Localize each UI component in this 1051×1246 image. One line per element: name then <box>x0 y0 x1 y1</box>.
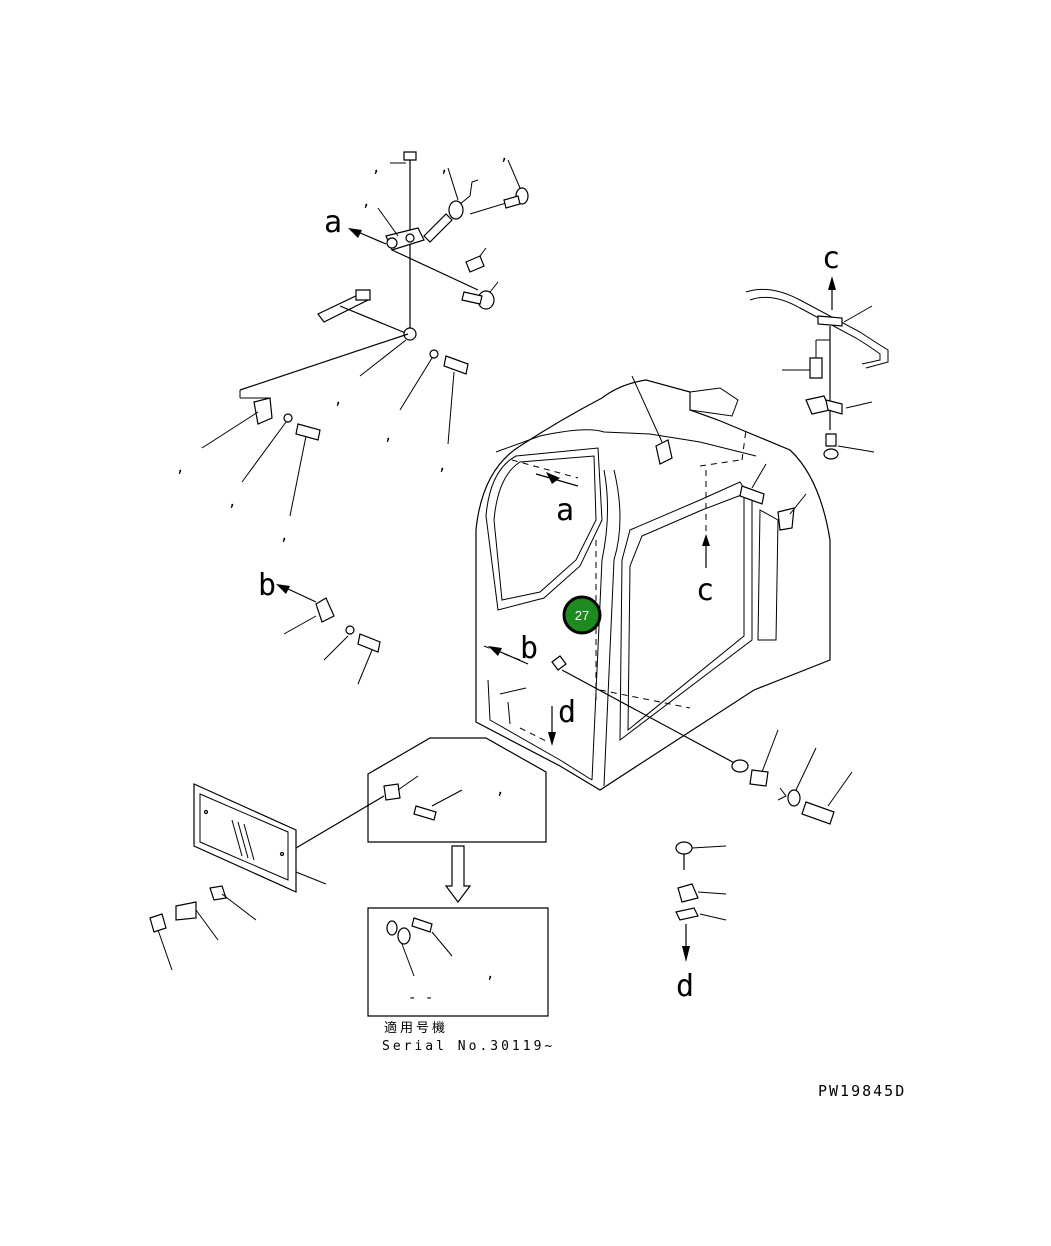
hinge-assembly-b: b <box>258 568 380 684</box>
view-label-d-cab: d <box>558 695 576 730</box>
cab-body: a b c d <box>476 376 830 790</box>
svg-text:,: , <box>440 160 448 176</box>
bolt-top-right <box>504 160 528 208</box>
view-label-b-left: b <box>258 568 276 603</box>
view-label-c-top: c <box>822 241 840 276</box>
svg-text:,: , <box>334 392 342 408</box>
svg-text:,: , <box>372 160 380 176</box>
cable-assembly-c: c <box>746 241 888 459</box>
view-label-a-top: a <box>324 205 342 240</box>
serial-number-text: Serial No.30119~ <box>382 1039 555 1054</box>
bolt-chain-right <box>732 730 852 824</box>
svg-text:,: , <box>384 428 392 444</box>
view-label-d-bottom: d <box>676 969 694 1004</box>
window-panel <box>150 784 384 970</box>
bolt-mid <box>462 282 498 309</box>
svg-text:,: , <box>500 148 508 164</box>
detail-box-before: , <box>368 738 546 842</box>
latch-assembly-d: d <box>676 842 726 1004</box>
view-label-c-cab: c <box>696 573 714 608</box>
applicable-label: 適用号機 <box>384 1020 448 1036</box>
drawing-code: PW19845D <box>818 1082 906 1100</box>
callout-number[interactable]: 27 <box>575 608 589 623</box>
svg-text:,: , <box>228 494 236 510</box>
tick-marks: , , , , , , , , , , <box>176 148 508 544</box>
view-label-a-cab: a <box>556 493 574 528</box>
detail-box-after: , - - <box>368 908 548 1016</box>
transition-arrow <box>446 846 470 902</box>
svg-text:,: , <box>176 460 184 476</box>
dash-marks: - - <box>408 990 433 1006</box>
bolt-top <box>390 152 416 180</box>
tick-mark-2: , <box>486 966 494 982</box>
callout-circle[interactable] <box>564 597 600 633</box>
svg-text:,: , <box>280 528 288 544</box>
view-label-b-cab: b <box>520 631 538 666</box>
svg-text:,: , <box>362 194 370 210</box>
tick-mark: , <box>496 782 504 798</box>
svg-text:,: , <box>438 458 446 474</box>
callout-27[interactable]: 27 <box>564 597 600 633</box>
hinge-assembly-a: a <box>202 152 528 516</box>
